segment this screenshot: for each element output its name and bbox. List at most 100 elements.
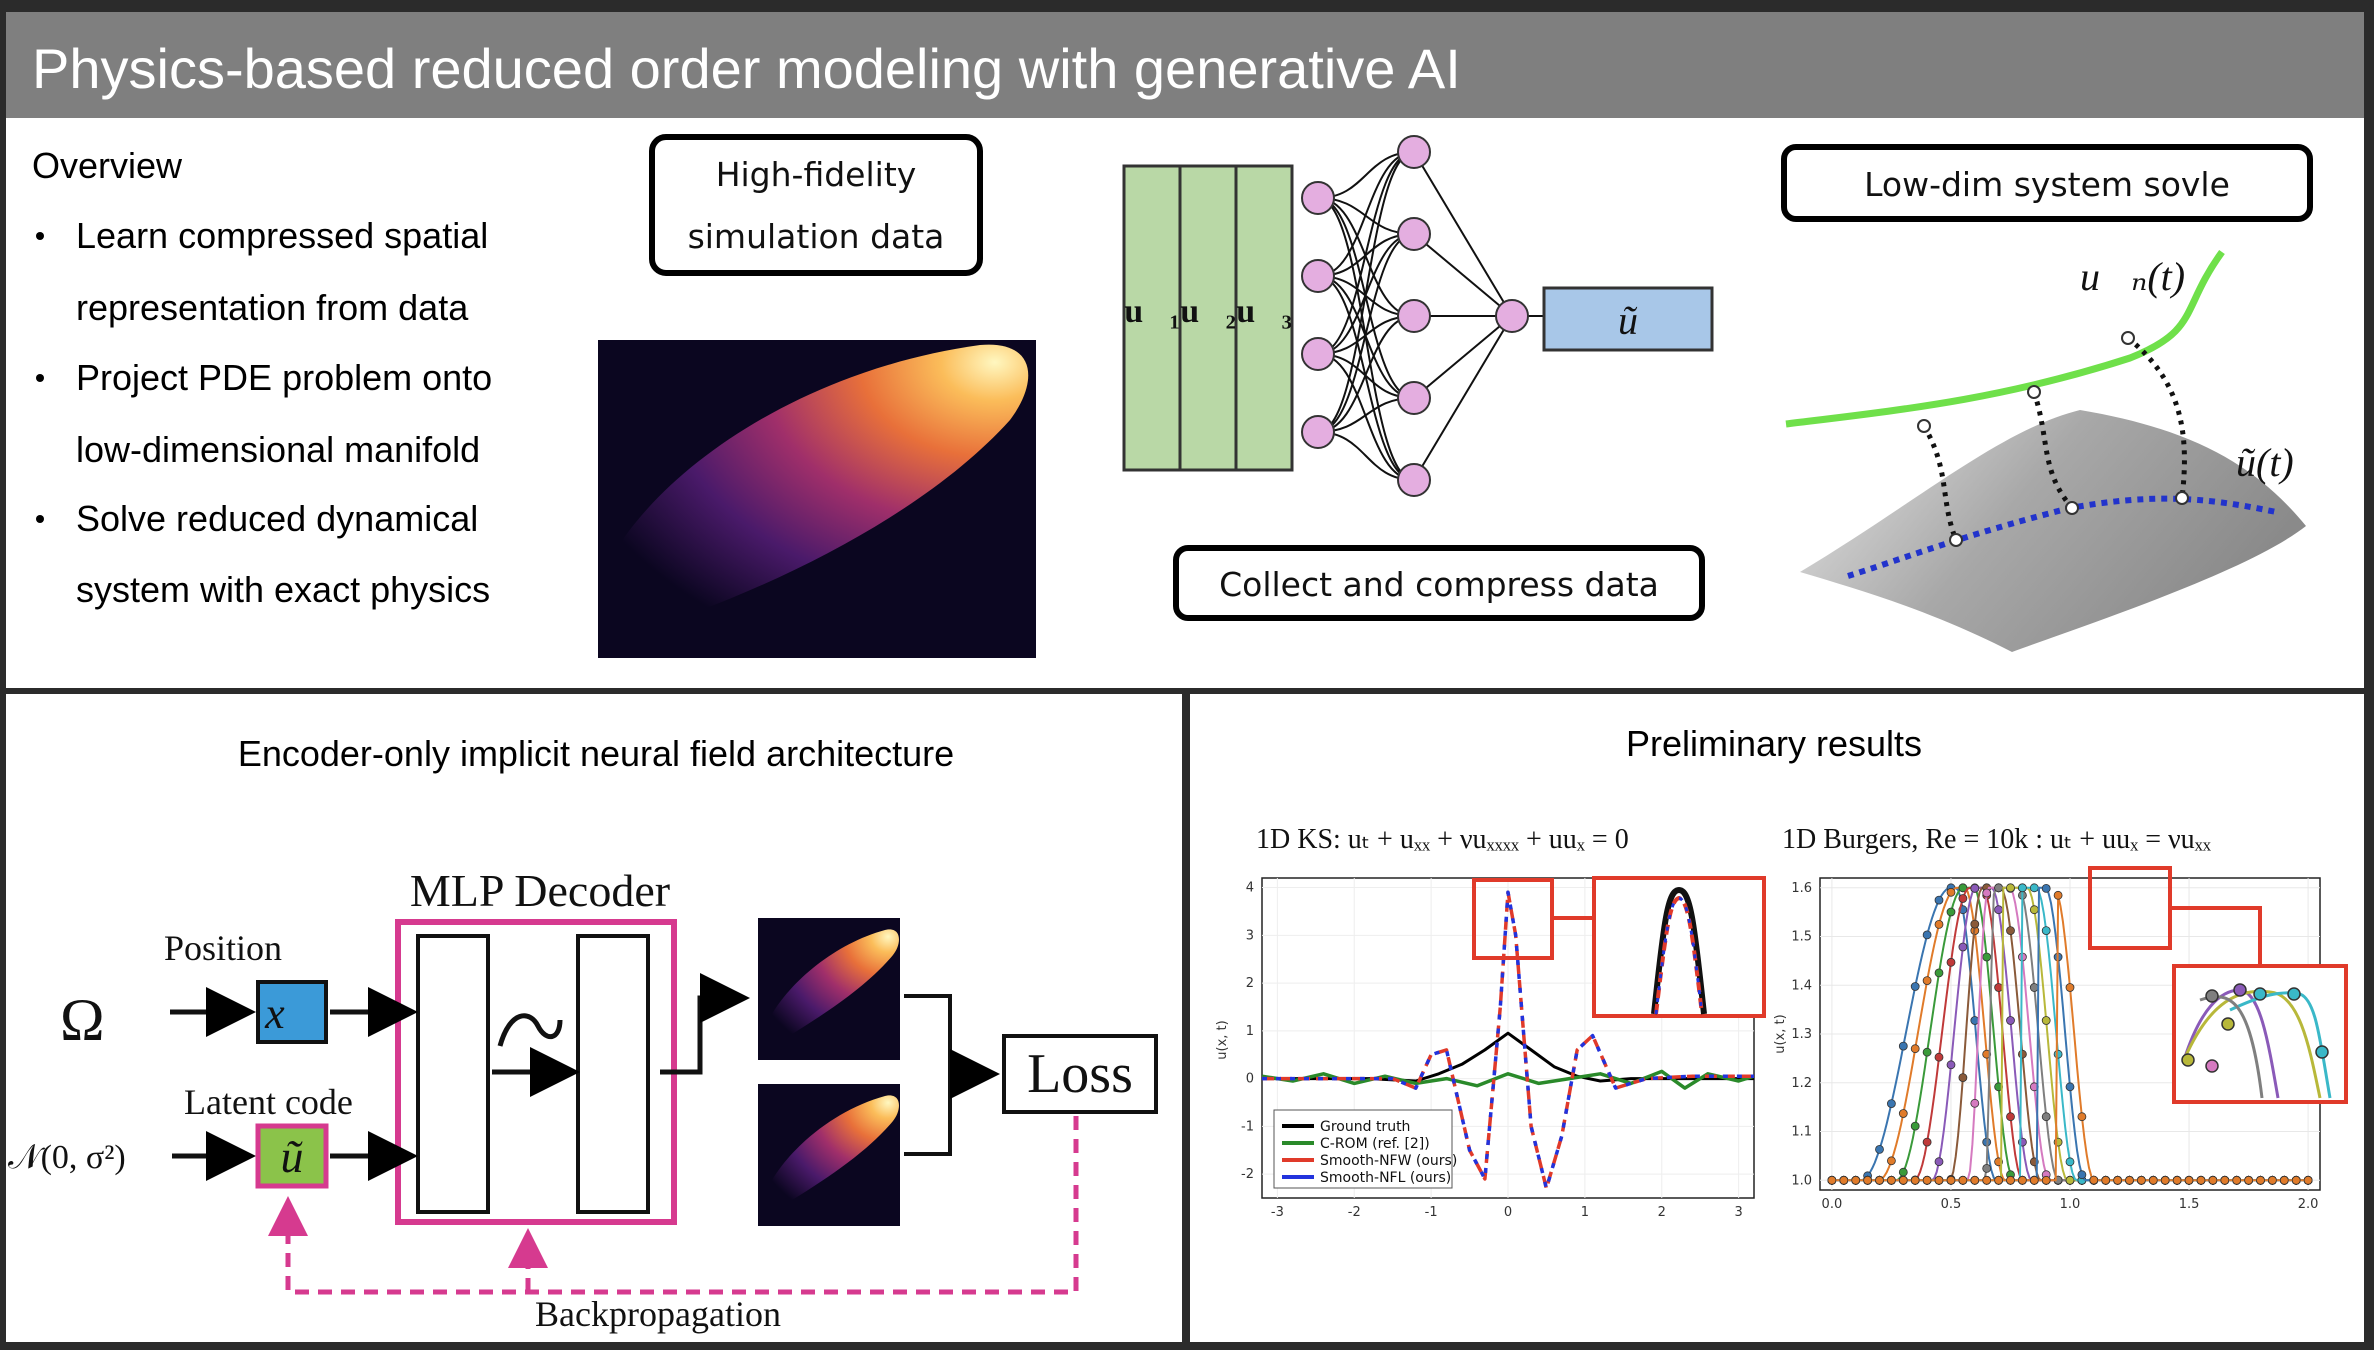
- network-edge: [1413, 233, 1513, 317]
- reduced-trajectory-label: ũ(t): [2236, 440, 2294, 485]
- burgers-zoom-marker: [2315, 1045, 2329, 1059]
- burgers-marker: [1922, 1047, 1932, 1057]
- burgers-marker: [2006, 1016, 2015, 1025]
- burgers-marker: [1875, 1145, 1884, 1154]
- burgers-marker: [2029, 983, 2039, 992]
- burgers-marker: [1994, 883, 2003, 893]
- ks-xtick: 1: [1581, 1205, 1589, 1220]
- burgers-marker: [2041, 1112, 2051, 1122]
- bullet-dot: [36, 515, 44, 523]
- burgers-marker: [1994, 905, 2003, 915]
- burgers-marker: [1982, 1164, 1992, 1173]
- burgers-marker: [1898, 1109, 1908, 1118]
- bullet-2-line-1: Project PDE problem onto: [76, 357, 492, 398]
- burgers-marker: [2041, 1175, 2051, 1185]
- burgers-zoom-curve: [2182, 989, 2322, 1099]
- burgers-marker: [2065, 983, 2075, 992]
- burgers-marker: [2232, 1175, 2242, 1185]
- burgers-marker: [2244, 1175, 2254, 1185]
- page-title: Physics-based reduced order modeling wit…: [32, 37, 1461, 100]
- burgers-marker: [1875, 1175, 1884, 1185]
- burgers-marker: [2065, 1082, 2075, 1092]
- ks-ytick: -2: [1241, 1167, 1254, 1182]
- latent-output-label: ũ: [1618, 298, 1638, 343]
- burgers-marker: [1958, 942, 1968, 952]
- ks-ytick: 3: [1246, 928, 1254, 943]
- column-label-2: u⃗₂: [1180, 293, 1236, 330]
- position-label: Position: [164, 928, 282, 968]
- projection-3: [2126, 336, 2187, 499]
- latent-symbol: ũ: [281, 1131, 304, 1182]
- hifi-line-2: simulation data: [688, 217, 945, 256]
- burgers-marker: [2029, 883, 2039, 893]
- noise-label: 𝒩(0, σ²): [8, 1139, 126, 1176]
- decoder-layer-1: [416, 934, 490, 1214]
- bullet-3-line-2: system with exact physics: [76, 569, 490, 610]
- bullet-1-line-1: Learn compressed spatial: [76, 215, 488, 256]
- ks-zoom-panel: [1592, 876, 1766, 1018]
- column-label-1: u⃗₁: [1124, 293, 1180, 330]
- ks-zoom-ground-truth: [1651, 886, 1707, 1015]
- overview-heading: Overview: [32, 145, 183, 186]
- burgers-marker: [1946, 1060, 1956, 1070]
- burgers-marker: [1934, 920, 1944, 929]
- projection-2: [2031, 391, 2074, 510]
- burgers-marker: [2184, 1175, 2194, 1185]
- burgers-marker: [2053, 1049, 2063, 1059]
- network-nodes: [1301, 135, 1529, 497]
- ks-ytick: 0: [1246, 1072, 1254, 1087]
- burgers-ytick: 1.4: [1791, 978, 1812, 993]
- burgers-marker: [1863, 1175, 1872, 1185]
- ks-zoom-nfl: [1654, 896, 1704, 1015]
- burgers-marker: [2053, 890, 2063, 900]
- burgers-marker: [2006, 883, 2015, 893]
- decoder-output-arrow: [660, 973, 750, 1075]
- burgers-marker: [1898, 1175, 1908, 1185]
- input-column-1: [1122, 164, 1182, 472]
- burgers-zoom-marker: [2253, 987, 2267, 1001]
- loss-box: [1002, 1034, 1158, 1114]
- burgers-marker: [1994, 1175, 2003, 1185]
- burgers-marker: [1887, 1175, 1896, 1185]
- burgers-marker: [2172, 1175, 2182, 1185]
- burgers-ytick: 1.1: [1791, 1125, 1812, 1140]
- ks-ytick: -1: [1241, 1119, 1254, 1134]
- burgers-marker: [1934, 1175, 1944, 1185]
- burgers-marker: [2220, 1175, 2230, 1185]
- burgers-marker: [2029, 1175, 2039, 1185]
- latent-label: Latent code: [184, 1082, 353, 1122]
- burgers-zoom-marker: [2205, 989, 2219, 1003]
- backprop-label: Backpropagation: [535, 1294, 781, 1334]
- burgers-zoom-marker: [2221, 1017, 2235, 1031]
- compress-label: Collect and compress data: [1219, 565, 1659, 604]
- burgers-marker: [2267, 1175, 2277, 1185]
- ks-xtick: 2: [1658, 1205, 1666, 1220]
- bullet-dot: [36, 232, 44, 240]
- burgers-marker: [2018, 883, 2027, 893]
- network-edge: [1317, 197, 1415, 399]
- burgers-marker: [1922, 930, 1932, 940]
- burgers-marker: [2006, 1112, 2015, 1122]
- burgers-marker: [1851, 1175, 1861, 1185]
- burgers-marker: [2041, 1016, 2051, 1025]
- decoder-title: MLP Decoder: [410, 865, 670, 916]
- burgers-marker: [2077, 1170, 2087, 1180]
- ks-series: [1262, 890, 1754, 1191]
- burgers-marker: [1958, 1073, 1968, 1082]
- bullet-dot: [36, 374, 44, 382]
- hifi-line-1: High-fidelity: [716, 155, 917, 194]
- ks-ylabel: u(x, t): [1215, 1020, 1230, 1059]
- burgers-marker: [2101, 1175, 2111, 1185]
- burgers-marker: [2136, 1175, 2146, 1185]
- lowdim-box: [1781, 144, 2313, 222]
- burgers-ytick: 1.3: [1791, 1027, 1812, 1042]
- network-edge: [1317, 151, 1415, 433]
- burgers-marker: [1994, 983, 2003, 992]
- burgers-zoom-marker: [2233, 983, 2247, 997]
- network-edge: [1317, 275, 1415, 481]
- burgers-ytick: 1.6: [1791, 881, 1812, 896]
- burgers-marker: [1970, 883, 1980, 893]
- burgers-marker: [1887, 1099, 1896, 1108]
